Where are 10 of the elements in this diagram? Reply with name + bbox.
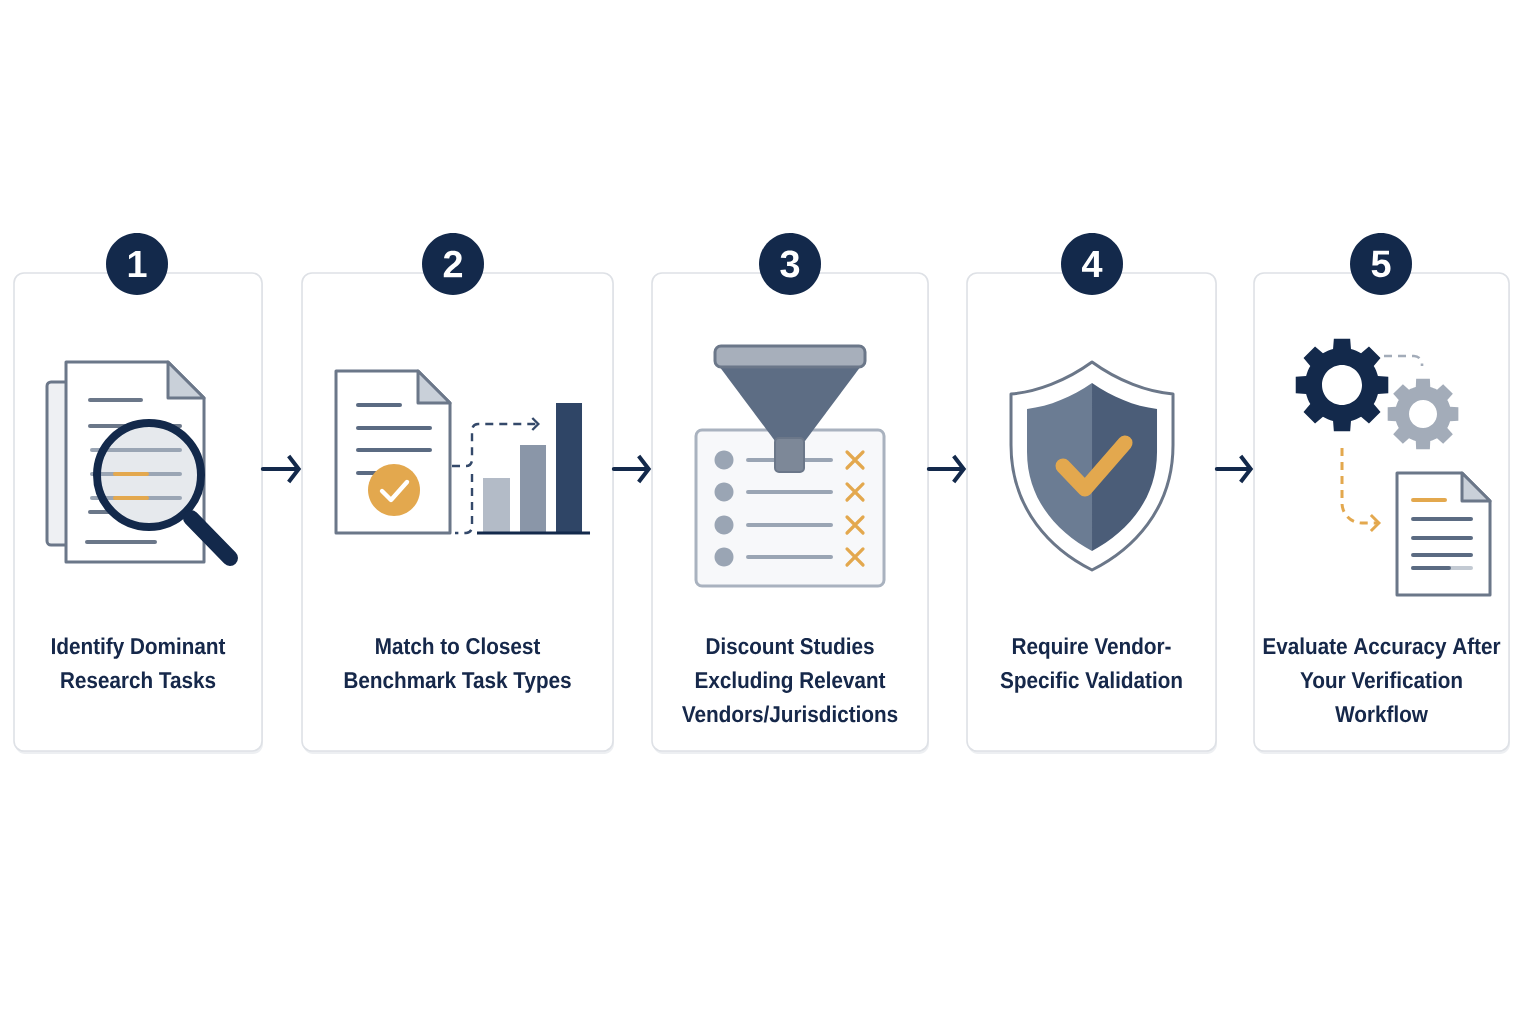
- number-badge: 2: [422, 233, 484, 295]
- number-badge: 5: [1350, 233, 1412, 295]
- number-badge: 4: [1061, 233, 1123, 295]
- number-badge: 1: [106, 233, 168, 295]
- step-title: Identify Dominant Research Tasks: [52, 637, 226, 689]
- number-badge: 3: [759, 233, 821, 295]
- step-title: Evaluate Accuracy After Your Verification Workflow: [1263, 637, 1501, 723]
- step-title: Match to Closest Benchmark Task Types: [344, 637, 571, 693]
- step-title: Require Vendor-Specific Validation: [1000, 637, 1182, 693]
- step-title: Discount Studies Excluding Relevant Vendors/Jurisdictions: [682, 637, 898, 723]
